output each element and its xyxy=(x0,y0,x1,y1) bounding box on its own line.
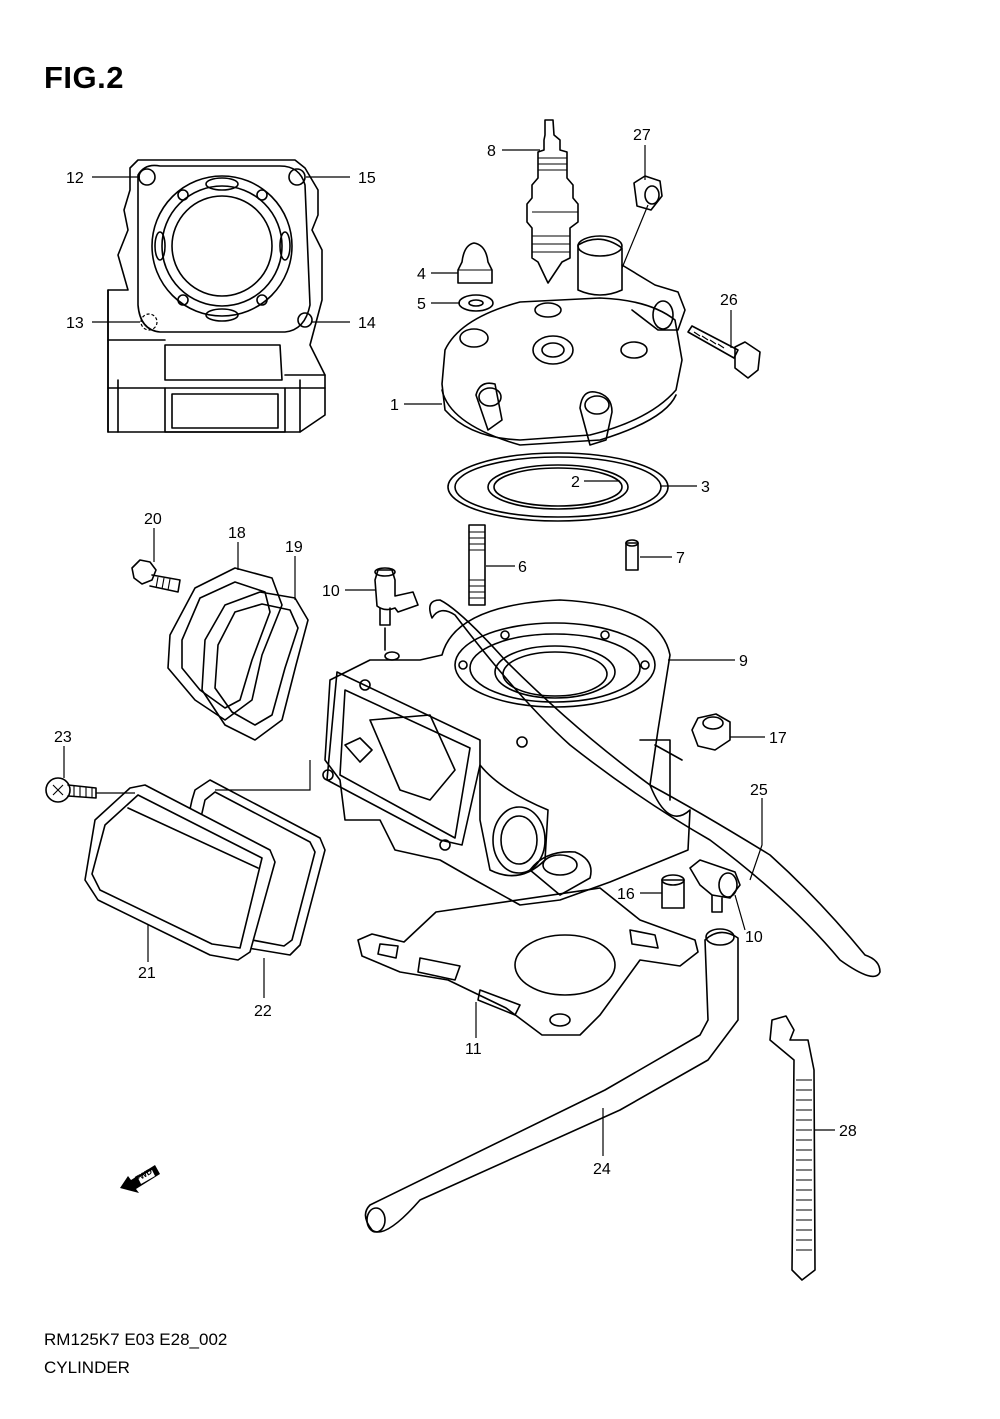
base-gasket xyxy=(357,887,699,1036)
callout-2: 2 xyxy=(571,474,580,491)
figure-title: FIG.2 xyxy=(44,60,125,95)
hose-fitting-10-lower xyxy=(689,859,741,913)
callout-25: 25 xyxy=(750,782,768,799)
callout-17: 17 xyxy=(769,730,787,747)
cylinder-head xyxy=(441,235,686,446)
callout-7: 7 xyxy=(676,550,685,567)
callout-1: 1 xyxy=(390,397,399,414)
gasket-18 xyxy=(167,567,283,721)
reed-cover-21 xyxy=(84,784,276,961)
hose-25 xyxy=(429,599,881,978)
callout-21: 21 xyxy=(138,965,156,982)
callout-13: 13 xyxy=(66,315,84,332)
cylinder-body xyxy=(322,599,691,906)
bolt-26 xyxy=(687,325,761,379)
callout-18: 18 xyxy=(228,525,246,542)
nut-27 xyxy=(633,175,663,211)
callout-12: 12 xyxy=(66,170,84,187)
clamp-band-28 xyxy=(769,1015,816,1281)
callout-6: 6 xyxy=(518,559,527,576)
callout-16: 16 xyxy=(617,886,635,903)
callout-22: 22 xyxy=(254,1003,272,1020)
callout-27: 27 xyxy=(633,127,651,144)
callout-labels: 12 15 13 14 8 27 4 5 26 1 2 3 6 7 10 9 1… xyxy=(54,127,857,1178)
hose-24 xyxy=(364,928,739,1233)
callout-10-lower: 10 xyxy=(745,929,763,946)
callout-14: 14 xyxy=(358,315,376,332)
collar-16 xyxy=(661,874,685,909)
dowel-pin-7 xyxy=(625,539,639,571)
callout-28: 28 xyxy=(839,1123,857,1140)
cylinder-top-view-inset xyxy=(107,159,326,433)
spark-plug xyxy=(526,119,579,284)
head-gasket-o-rings xyxy=(447,452,669,522)
diagram-code: RM125K7 E03 E28_002 xyxy=(44,1330,228,1349)
callout-3: 3 xyxy=(701,479,710,496)
callout-8: 8 xyxy=(487,143,496,160)
hose-fitting-10-upper xyxy=(374,567,419,626)
callout-4: 4 xyxy=(417,266,426,283)
fwd-arrow-icon xyxy=(120,1165,160,1193)
nut-17 xyxy=(691,713,731,751)
stud-bolt-6 xyxy=(468,524,486,606)
callout-10-upper: 10 xyxy=(322,583,340,600)
callout-19: 19 xyxy=(285,539,303,556)
bolt-23 xyxy=(45,777,97,803)
gasket-19 xyxy=(201,591,309,741)
callout-11: 11 xyxy=(465,1041,482,1058)
callout-5: 5 xyxy=(417,296,426,313)
callout-26: 26 xyxy=(720,292,738,309)
callout-9: 9 xyxy=(739,653,748,670)
leader-lines xyxy=(63,145,835,1156)
washer-5 xyxy=(458,294,494,312)
bolt-20 xyxy=(131,559,181,593)
callout-23: 23 xyxy=(54,729,72,746)
cap-nut-4 xyxy=(457,242,493,284)
callout-15: 15 xyxy=(358,170,376,187)
callout-24: 24 xyxy=(593,1161,611,1178)
callout-20: 20 xyxy=(144,511,162,528)
diagram-name: CYLINDER xyxy=(44,1358,130,1377)
